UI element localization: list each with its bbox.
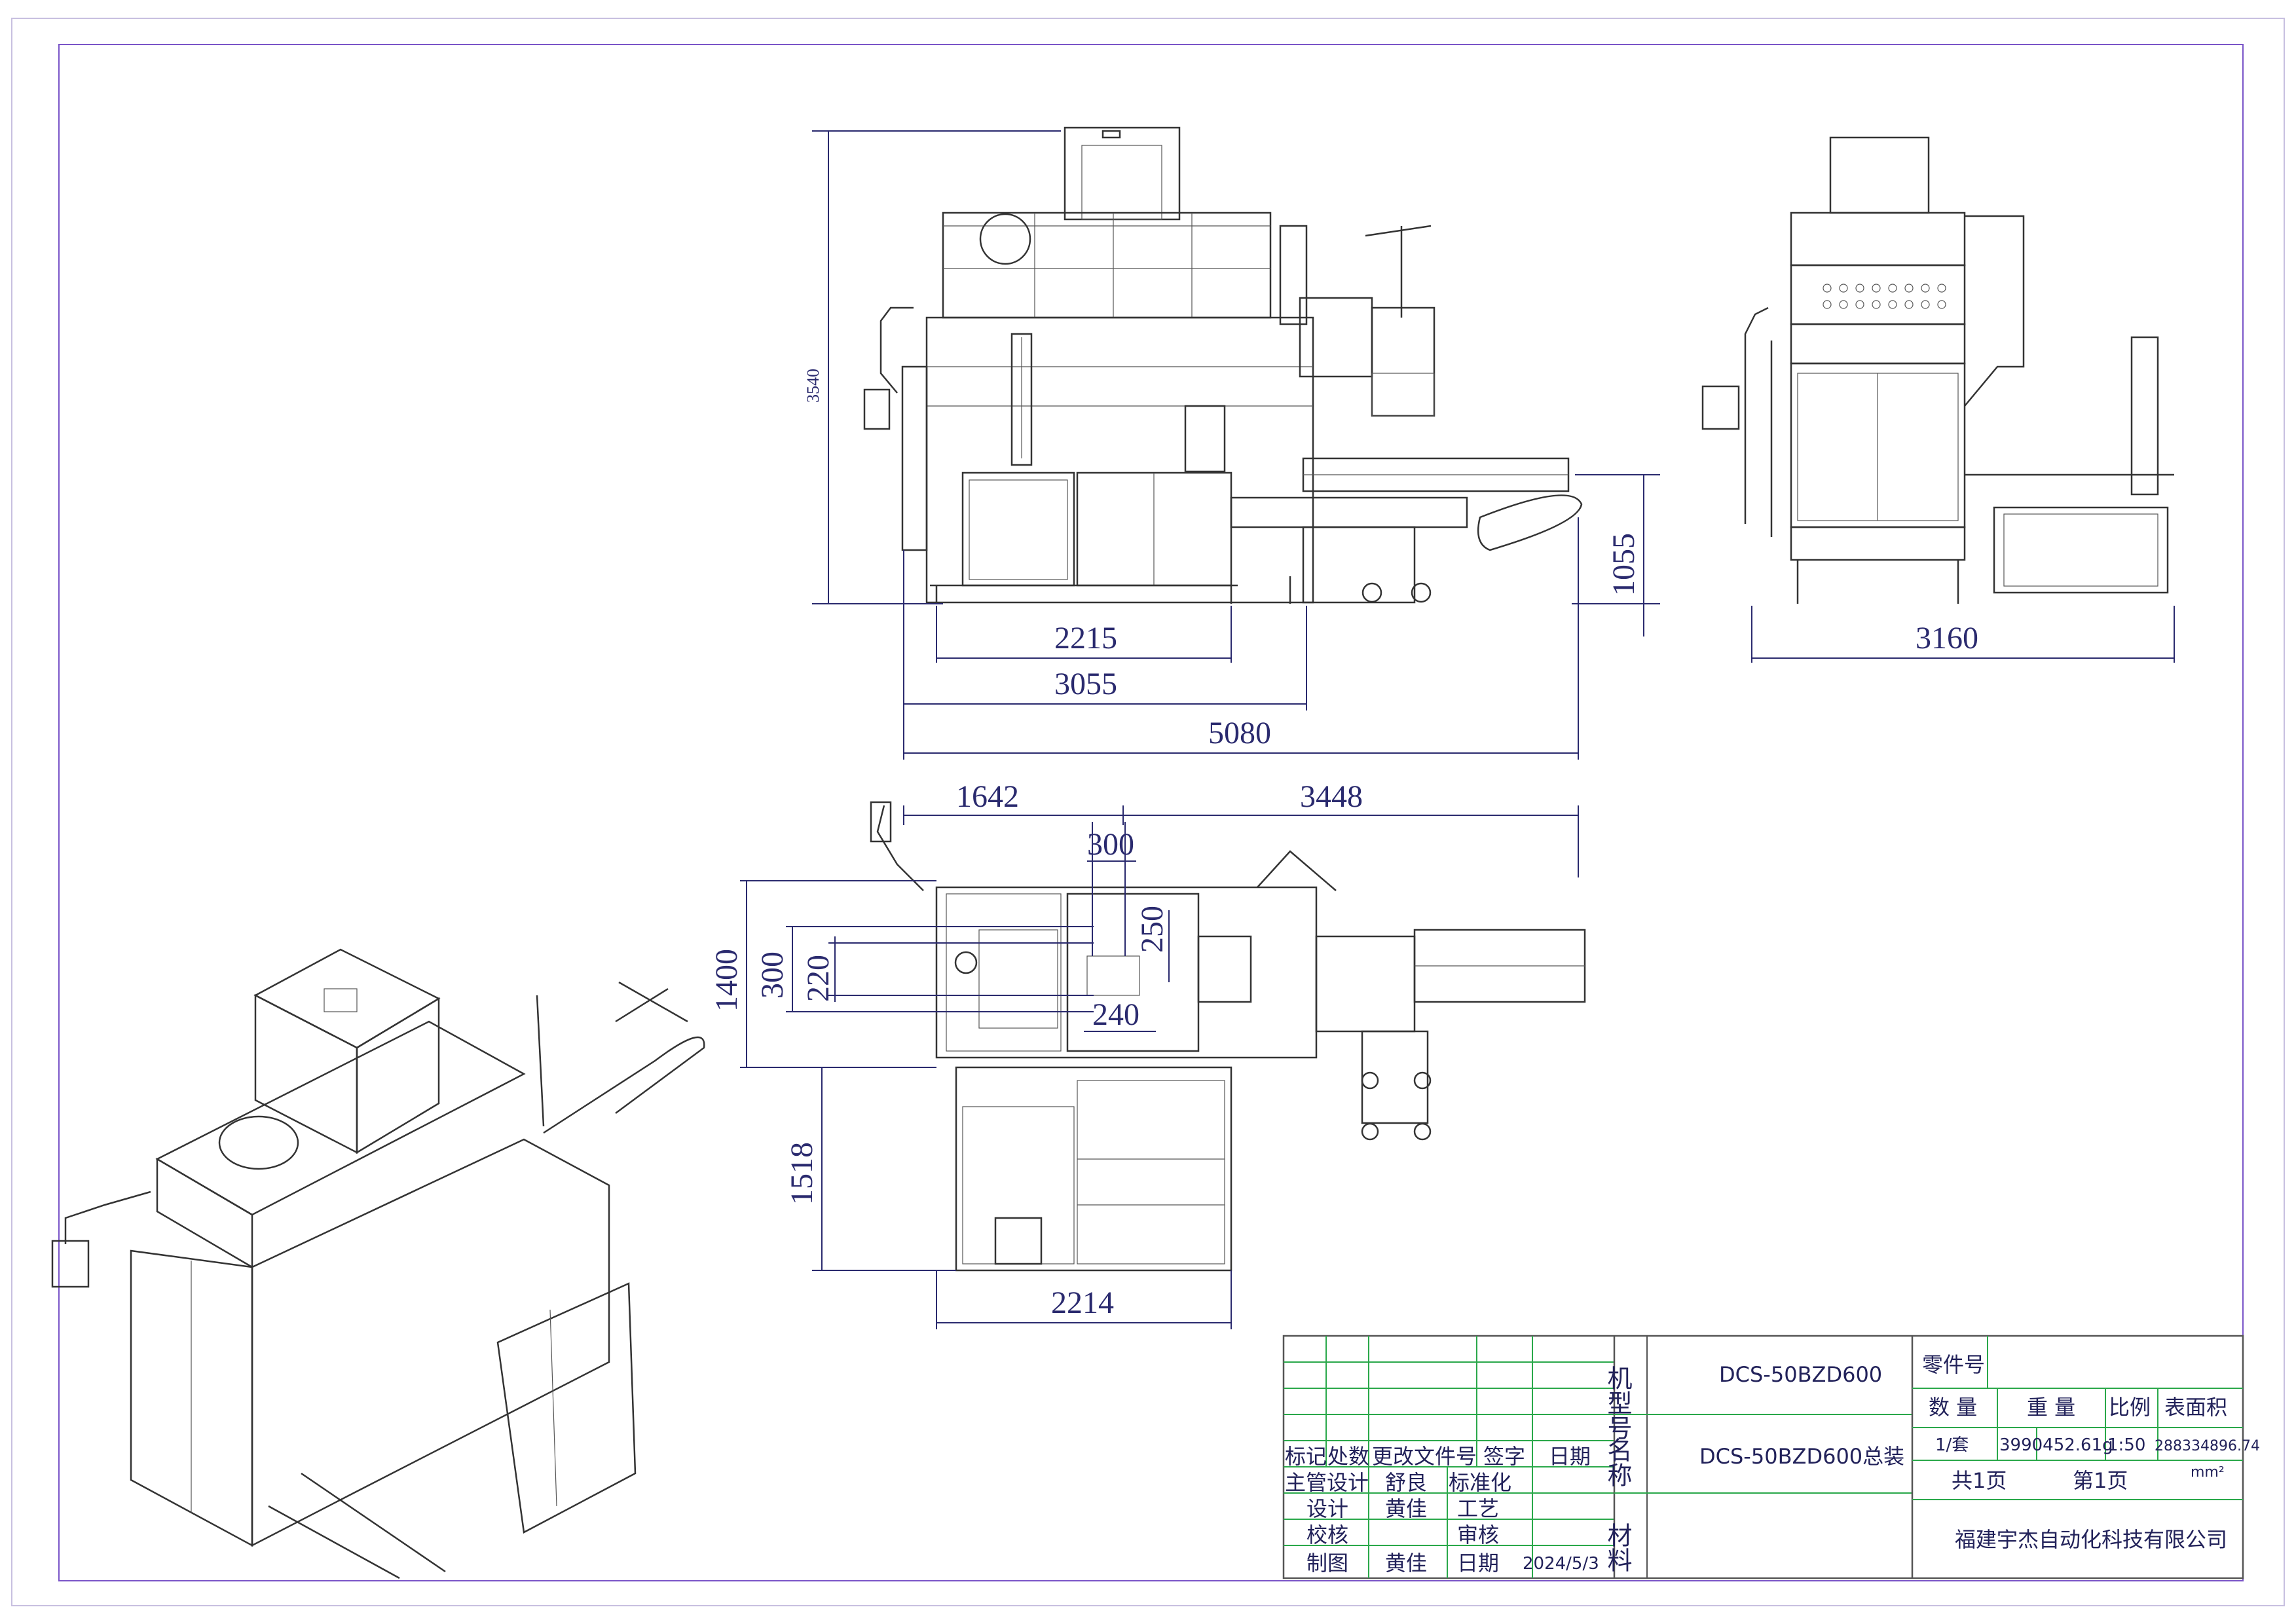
dim-top-1400: 1400 — [709, 949, 744, 1012]
front-dimensions: 3540 2215 3055 5080 1055 — [804, 130, 1660, 760]
tb-role-draw: 制图 — [1306, 1551, 1348, 1576]
tb-qty-value: 1/套 — [1935, 1435, 1969, 1455]
title-block: 机型号 名称 材料 DCS-50BZD600 DCS-50BZD600总装 零件… — [1282, 1335, 2260, 1579]
tb-model-value: DCS-50BZD600 — [1719, 1362, 1882, 1387]
tb-page-no: 第1页 — [2073, 1468, 2128, 1493]
tb-role-check: 校核 — [1306, 1522, 1348, 1547]
tb-rev-header-count: 处数 — [1327, 1444, 1369, 1469]
tb-weight-label: 重 量 — [2027, 1395, 2075, 1420]
top-dimensions: 1642 3448 300 250 240 1400 300 220 1518 … — [709, 779, 1579, 1329]
tb-total-pages: 共1页 — [1952, 1468, 2007, 1493]
tb-name-design: 黄佳 — [1385, 1496, 1427, 1521]
tb-qty-label: 数 量 — [1929, 1395, 1977, 1420]
tb-date-value: 2024/5/3 — [1523, 1554, 1599, 1574]
tb-scale-value: 1:50 — [2107, 1435, 2145, 1455]
tb-material-label: 材料 — [1603, 1522, 1632, 1572]
dim-top-2214: 2214 — [1051, 1285, 1114, 1320]
dim-top-300-h: 300 — [1087, 827, 1134, 862]
tb-area-value: 288334896.74 — [2155, 1438, 2260, 1454]
tb-role-lead: 主管设计 — [1285, 1470, 1369, 1495]
tb-part-no-label: 零件号 — [1922, 1352, 1985, 1377]
isometric-view — [51, 948, 705, 1579]
outer-border — [11, 18, 2285, 1606]
tb-weight-value: 3990452.61g — [1999, 1435, 2113, 1455]
tb-role2-review: 审核 — [1457, 1522, 1499, 1547]
dim-front-1055: 1055 — [1606, 533, 1641, 596]
tb-role2-process: 工艺 — [1457, 1496, 1499, 1521]
dim-top-3448: 3448 — [1300, 779, 1363, 814]
drawing-frame — [58, 44, 2244, 1581]
front-view — [863, 126, 1583, 604]
tb-scale-label: 比例 — [2109, 1395, 2151, 1420]
dim-front-3055: 3055 — [1054, 667, 1117, 701]
dim-top-300-v: 300 — [755, 951, 790, 999]
tb-rev-header-sign: 签字 — [1483, 1444, 1525, 1469]
tb-name-value: DCS-50BZD600总装 — [1699, 1444, 1904, 1469]
tb-role2-date: 日期 — [1457, 1551, 1499, 1576]
dim-front-height: 3540 — [804, 369, 823, 403]
dim-top-1642: 1642 — [956, 779, 1019, 814]
dim-top-250: 250 — [1135, 906, 1170, 953]
dim-top-240: 240 — [1092, 997, 1139, 1032]
tb-name-label: 名称 — [1603, 1437, 1632, 1487]
tb-rev-header-doc: 更改文件号 — [1372, 1444, 1477, 1469]
tb-name-lead: 舒良 — [1385, 1470, 1427, 1495]
tb-company: 福建宇杰自动化科技有限公司 — [1955, 1527, 2227, 1552]
dim-front-2215: 2215 — [1054, 621, 1117, 655]
side-dimensions: 3160 — [1751, 606, 2175, 663]
tb-role2-standard: 标准化 — [1449, 1470, 1511, 1495]
dim-front-5080: 5080 — [1208, 716, 1271, 750]
tb-rev-header-mark: 标记 — [1285, 1444, 1327, 1469]
top-view — [870, 801, 1586, 1272]
dim-top-220: 220 — [801, 955, 836, 1002]
tb-rev-header-date: 日期 — [1549, 1444, 1591, 1469]
tb-area-unit: mm² — [2191, 1464, 2225, 1481]
dim-side-3160: 3160 — [1916, 621, 1978, 655]
tb-area-label: 表面积 — [2164, 1395, 2227, 1420]
dim-top-1518: 1518 — [785, 1142, 819, 1205]
tb-name-draw: 黄佳 — [1385, 1551, 1427, 1576]
tb-model-label: 机型号 — [1603, 1365, 1632, 1440]
tb-role-design: 设计 — [1306, 1496, 1348, 1521]
side-view — [1701, 136, 2174, 604]
